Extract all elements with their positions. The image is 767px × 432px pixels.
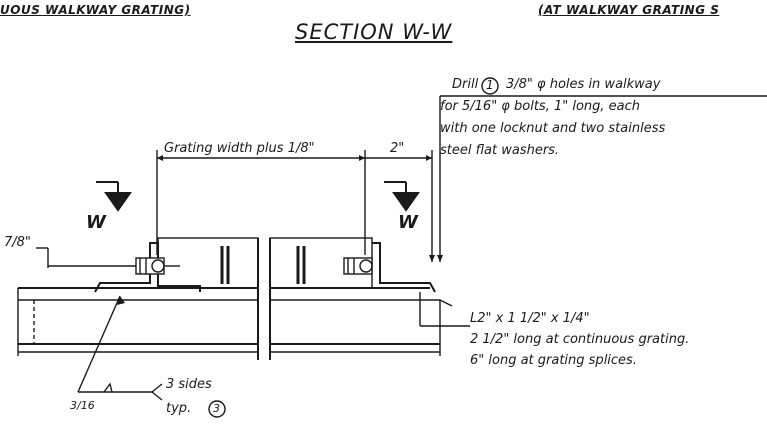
weld-sides: 3 sides <box>166 377 212 392</box>
seven-eighths-label: 7/8" <box>4 235 31 250</box>
drill-note-line1: 3/8" φ holes in walkway <box>506 77 661 92</box>
drill-note-ref: 1 <box>486 78 494 92</box>
angle-left <box>94 242 201 293</box>
angle-note-continuous: 2 1/2" long at continuous grating. <box>470 332 690 347</box>
grating-width-label: Grating width plus 1/8" <box>164 141 315 156</box>
section-marker-right: W <box>398 212 418 233</box>
drill-note-line3: with one locknut and two stainless <box>440 121 666 136</box>
weld-ref: 3 <box>213 402 220 415</box>
weld-typ: typ. <box>166 401 192 416</box>
drill-note-prefix: Drill <box>452 77 479 92</box>
section-title: SECTION W-W <box>295 20 453 44</box>
drill-note-line4: steel flat washers. <box>440 143 560 158</box>
section-marker-left: W <box>86 212 106 233</box>
grating-left <box>157 237 259 289</box>
header-left: UOUS WALKWAY GRATING) <box>0 3 191 17</box>
weld-size: 3/16 <box>70 399 95 412</box>
drill-note-line2: for 5/16" φ bolts, 1" long, each <box>440 99 641 114</box>
angle-note-splices: 6" long at grating splices. <box>470 353 637 368</box>
angle-note-size: L2" x 1 1/2" x 1/4" <box>470 311 590 326</box>
section-arrow-right <box>392 192 420 212</box>
section-arrow-left <box>104 192 132 212</box>
angle-right <box>372 242 436 293</box>
header-right: (AT WALKWAY GRATING S <box>538 3 720 17</box>
two-inch-label: 2" <box>390 141 405 156</box>
